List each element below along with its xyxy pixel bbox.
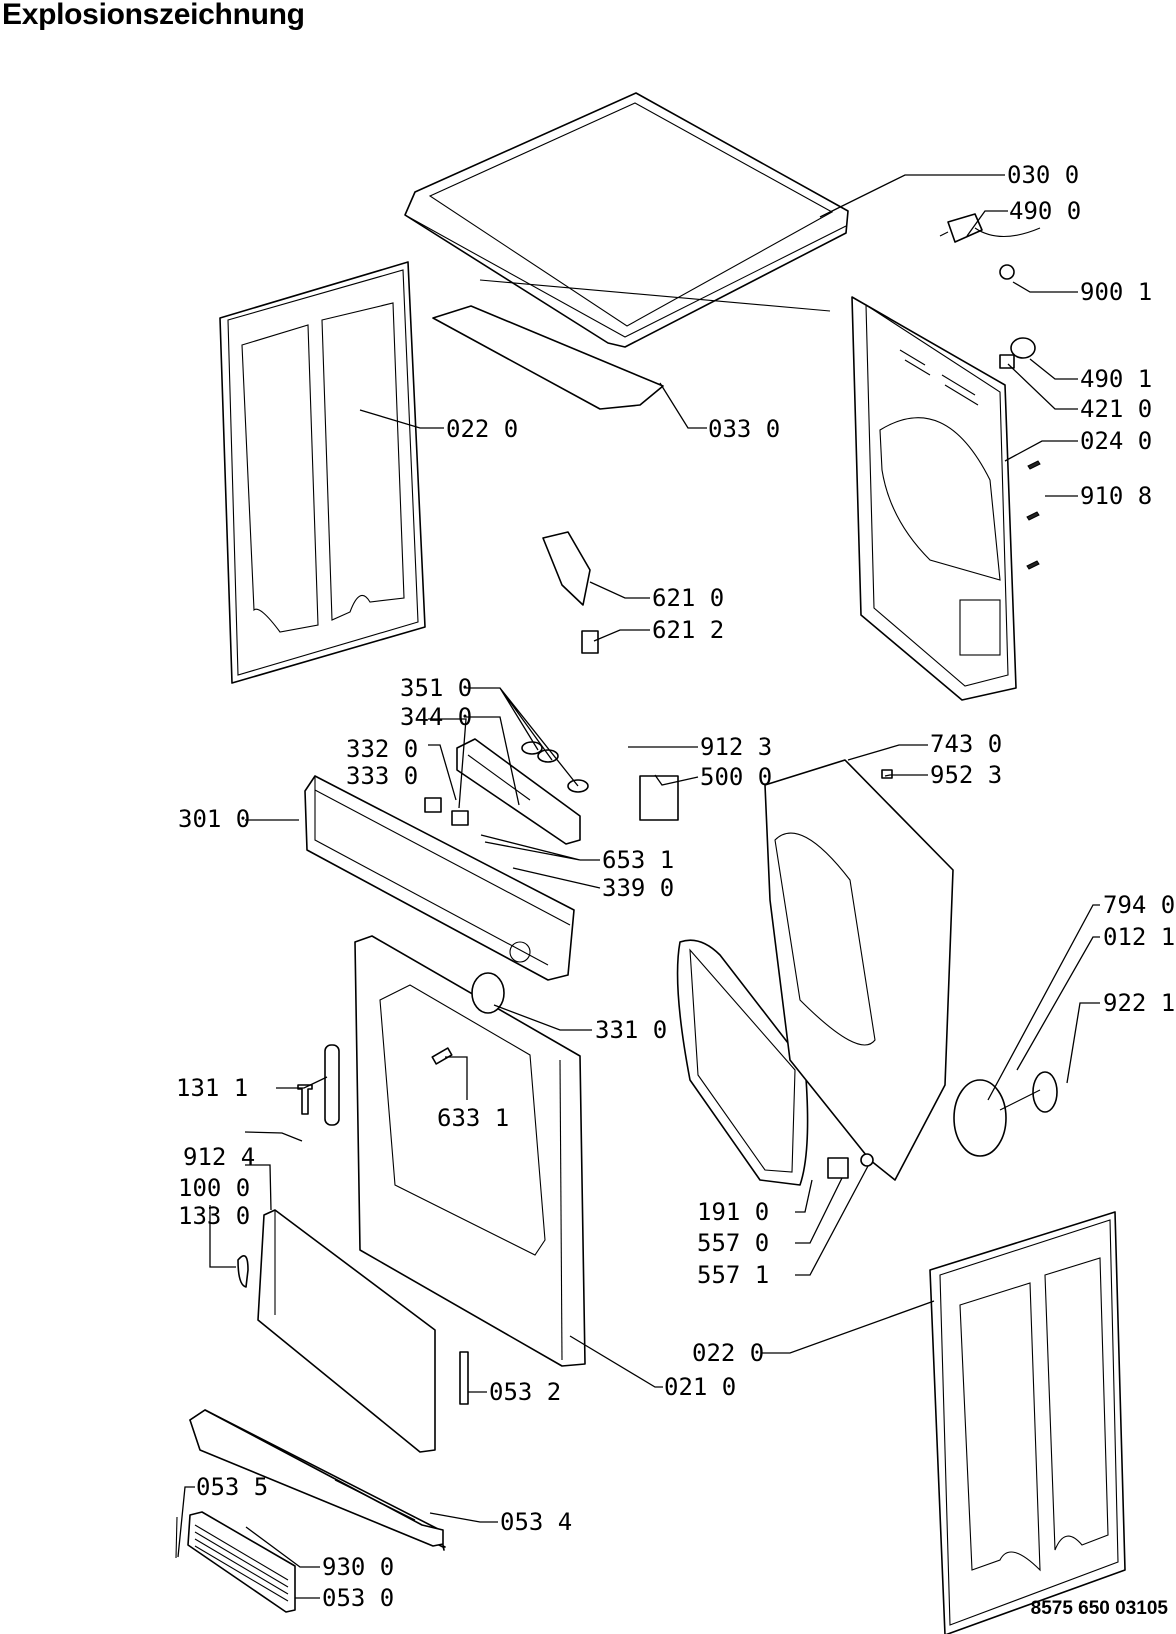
part-shaft [999,1089,1041,1111]
label-053-2: 053 2 [489,1378,561,1406]
label-900-1: 900 1 [1080,278,1152,306]
part-door-switch [542,531,599,654]
part-seal-strip [175,1516,178,1559]
part-pulley [1032,1071,1058,1113]
label-743-0: 743 0 [930,730,1002,758]
part-side-panel-left [219,261,426,684]
label-053-4: 053 4 [500,1508,572,1536]
part-control-panel [304,775,575,981]
part-button-332 [451,810,469,826]
part-screw-912-4 [297,1084,313,1115]
label-022-0-left: 022 0 [446,415,518,443]
part-latch-133 [237,1254,249,1288]
label-912-4: 912 4 [183,1143,255,1171]
label-131-1: 131 1 [176,1074,248,1102]
part-cover-plate [432,279,831,410]
label-557-0: 557 0 [697,1229,769,1257]
label-912-3: 912 3 [700,733,772,761]
part-back-panel [851,296,1017,701]
label-301-0: 301 0 [178,805,250,833]
part-ring [860,1153,874,1167]
part-clip [999,264,1015,280]
part-front-panel [354,935,586,1367]
label-633-1: 633 1 [437,1104,509,1132]
label-952-3: 952 3 [930,761,1002,789]
part-power-cord [939,213,1041,243]
label-053-5: 053 5 [196,1473,268,1501]
label-490-0: 490 0 [1009,197,1081,225]
part-vent-grille [187,1511,296,1613]
part-door-catch [827,1157,849,1179]
part-control-board [456,738,581,845]
label-490-1: 490 1 [1080,365,1152,393]
part-belt [953,1079,1007,1157]
part-pin [459,1351,469,1405]
label-100-0: 100 0 [178,1174,250,1202]
part-door-latch [431,1047,453,1065]
label-621-0: 621 0 [652,584,724,612]
leader-lines [177,174,1100,1599]
part-front-frame [764,759,954,1181]
part-labels: 030 0 490 0 900 1 490 1 421 0 024 0 910 … [176,161,1175,1612]
part-plinth-panel [189,1409,446,1551]
label-621-2: 621 2 [652,616,724,644]
label-351-0: 351 0 [400,674,472,702]
label-053-0: 053 0 [322,1584,394,1612]
label-012-1: 012 1 [1103,923,1175,951]
label-930-0: 930 0 [322,1553,394,1581]
label-024-0: 024 0 [1080,427,1152,455]
part-program-knob [471,972,505,1014]
label-910-8: 910 8 [1080,482,1152,510]
label-421-0: 421 0 [1080,395,1152,423]
diagram-title: Explosionszeichnung [2,0,305,31]
label-500-0: 500 0 [700,763,772,791]
part-cable-gland [999,337,1036,369]
label-021-0: 021 0 [664,1373,736,1401]
document-number: 8575 650 03105 [1030,1598,1168,1619]
label-339-0: 339 0 [602,874,674,902]
label-653-1: 653 1 [602,846,674,874]
label-033-0: 033 0 [708,415,780,443]
label-333-0: 333 0 [346,762,418,790]
part-hinge [324,1044,340,1126]
label-022-0-right: 022 0 [692,1339,764,1367]
label-794-0: 794 0 [1103,891,1175,919]
part-screws [1026,460,1041,570]
part-clip-952 [881,769,893,779]
label-133-0: 133 0 [178,1202,250,1230]
part-door-gasket [676,939,809,1186]
label-922-1: 922 1 [1103,989,1175,1017]
label-331-0: 331 0 [595,1016,667,1044]
part-indicator-caps [521,741,589,793]
label-332-0: 332 0 [346,735,418,763]
label-030-0: 030 0 [1007,161,1079,189]
label-344-0: 344 0 [400,703,472,731]
label-557-1: 557 1 [697,1261,769,1289]
part-button-333 [424,797,442,813]
part-filter-door [257,1209,436,1453]
part-side-panel-right [929,1211,1126,1634]
label-191-0: 191 0 [697,1198,769,1226]
